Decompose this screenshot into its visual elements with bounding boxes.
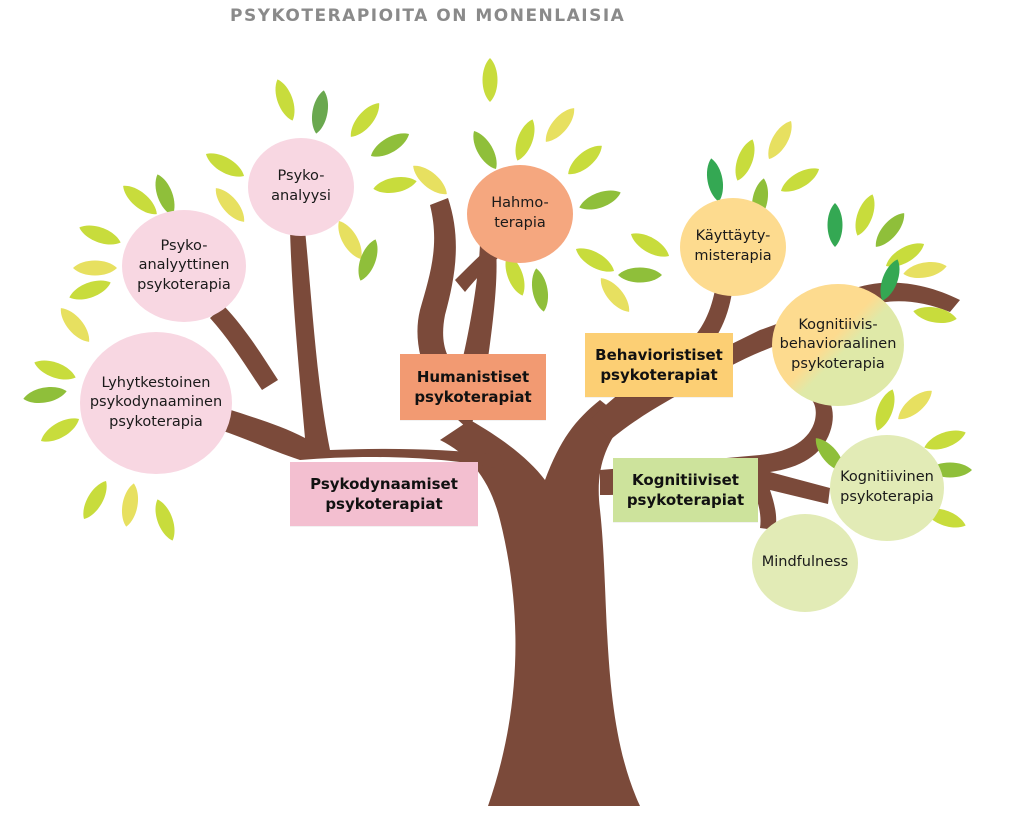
leaf [827,203,843,247]
leaf [275,79,295,121]
leaf [373,176,417,194]
leaf [69,280,111,300]
leaf [60,308,90,342]
label-hahmoterapia: Hahmo- terapia [491,195,549,231]
circle-kognitiivinen: Kognitiivinen psykoterapia [830,435,944,541]
leaf [155,174,175,216]
leaf [505,254,525,296]
circle-psykoanalyyttinen: Psyko- analyyttinen psykoterapia [122,210,246,322]
leaf [855,194,875,236]
leaf [79,225,121,245]
leaf [83,480,107,520]
label-psykoanalyyttinen: Psyko- analyyttinen psykoterapia [137,237,231,293]
circle-hahmoterapia: Hahmo- terapia [467,165,573,263]
circle-kognitiivis-behavioraalinen: Kognitiivis- behavioraalinen psykoterapi… [772,284,904,406]
leaf [23,386,67,404]
text-behavioristiset: Behavioristiset psykoterapiat [595,345,723,384]
branch-label-behavioristiset: Behavioristiset psykoterapiat [585,333,733,397]
leaf [706,158,724,202]
circle-kayttaytymisterapia: Käyttäyty- misterapia [680,198,786,296]
label-kognitiivis-behavioraalinen: Kognitiivis- behavioraalinen psykoterapi… [779,316,897,372]
leaf [311,90,329,134]
leaf [370,133,410,157]
leaf [898,390,932,420]
trunk-main [440,400,640,806]
leaf [73,260,117,276]
leaf [600,278,630,312]
circle-psykoanalyysi: Psyko- analyysi [248,138,354,236]
leaf [875,213,905,247]
leaf [34,360,76,380]
text-humanistiset: Humanistiset psykoterapiat [414,367,532,406]
leaf [880,259,900,301]
label-psykoanalyysi: Psyko- analyysi [271,168,331,204]
leaf [123,185,157,215]
label-kayttaytymisterapia: Käyttäyty- misterapia [694,228,772,264]
circle-mindfulness: Mindfulness [752,514,858,612]
leaf [531,268,549,312]
leaf [780,168,820,192]
leaf [579,190,621,210]
leaf [903,261,947,279]
leaf [40,418,80,442]
leaf [482,58,498,102]
branch-psykoanalyyttinen [210,306,278,390]
leaf [575,248,615,272]
label-lyhytkestoinen: Lyhytkestoinen psykodynaaminen psykotera… [89,374,223,430]
leaf [358,239,378,281]
leaf [413,165,447,195]
leaf [215,188,245,222]
leaf [473,130,497,170]
leaf [630,233,670,257]
leaf [205,153,245,177]
text-psykodynaamiset: Psykodynaamiset psykoterapiat [310,474,458,513]
text-kognitiiviset: Kognitiiviset psykoterapiat [626,470,745,509]
page-title: PSYKOTERAPIOITA ON MONENLAISIA [230,6,626,26]
branch-label-humanistiset: Humanistiset psykoterapiat [400,354,546,420]
leaf [515,119,535,161]
label-mindfulness: Mindfulness [761,554,849,571]
leaves [23,58,972,541]
leaf [568,145,602,175]
leaf [735,139,755,181]
leaf [768,120,792,160]
branch-label-kognitiiviset: Kognitiiviset psykoterapiat [613,458,758,522]
leaf [155,499,175,541]
leaf [121,483,139,527]
leaf [338,220,362,260]
leaf [913,306,957,324]
branch-label-psykodynaamiset: Psykodynaamiset psykoterapiat [290,462,478,526]
leaf [618,267,662,283]
leaf [875,389,895,431]
label-kognitiivinen: Kognitiivinen psykoterapia [840,469,934,505]
leaf [924,430,966,450]
circle-lyhytkestoinen: Lyhytkestoinen psykodynaaminen psykotera… [80,332,232,474]
leaf [350,103,380,137]
leaf [545,108,575,142]
